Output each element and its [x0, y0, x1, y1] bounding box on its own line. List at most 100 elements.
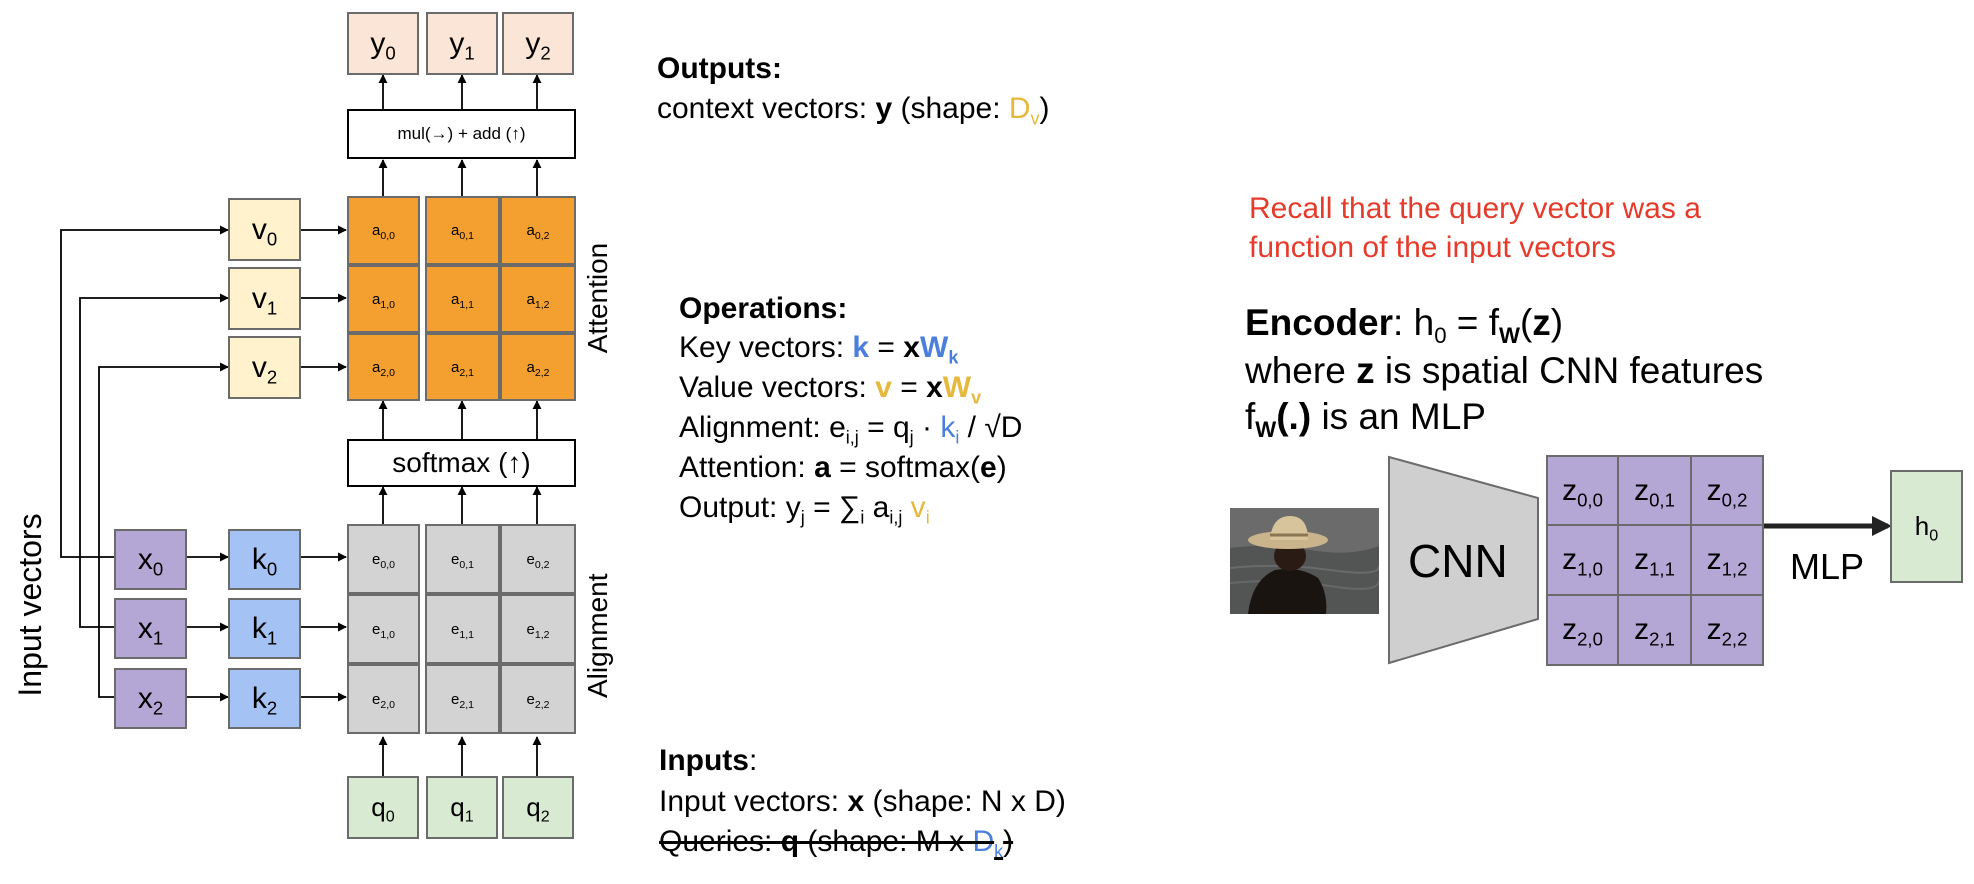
a-cell-2-0: a2,0: [347, 333, 420, 401]
v2-box: v2: [228, 336, 301, 399]
y0-label: y0: [370, 26, 396, 63]
x2-label: x2: [137, 681, 164, 718]
x2-box: x2: [114, 668, 187, 729]
recall-line-2: function of the input vectors: [1249, 231, 1616, 264]
e-cell-label: e2,0: [372, 690, 395, 711]
a-cell-label: a2,2: [526, 358, 550, 379]
operations-alignment-line: Alignment: ei,j = qj · ki / √D: [679, 411, 1023, 448]
operations-key-line: Key vectors: k = xWk: [679, 331, 959, 368]
y1-box: y1: [426, 12, 498, 75]
mul-add-box: mul(→) + add (↑): [347, 109, 576, 159]
e-cell-2-0: e2,0: [347, 664, 420, 734]
z-cell-2-1: z2,1: [1617, 594, 1692, 666]
operations-attention-line: Attention: a = softmax(e): [679, 451, 1007, 484]
e-cell-2-2: e2,2: [500, 664, 576, 734]
e-cell-2-1: e2,1: [425, 664, 500, 734]
q0-label: q0: [371, 792, 395, 826]
z-cell-2-0: z2,0: [1546, 594, 1619, 666]
k1-box: k1: [228, 598, 301, 659]
a-cell-1-1: a1,1: [425, 265, 500, 333]
encoder-line-1: Encoder: h0 = fW(z): [1245, 302, 1564, 348]
z-cell-label: z1,1: [1634, 543, 1675, 580]
y1-label: y1: [449, 26, 475, 63]
e-cell-0-2: e0,2: [500, 524, 576, 594]
encoder-line-3: fW(.) is an MLP: [1245, 396, 1486, 442]
e-cell-label: e0,2: [526, 550, 550, 571]
h0-label: h0: [1914, 511, 1939, 545]
z-cell-0-2: z0,2: [1690, 455, 1764, 526]
e-cell-0-1: e0,1: [425, 524, 500, 594]
e-cell-1-2: e1,2: [500, 594, 576, 664]
a-cell-label: a0,1: [451, 222, 474, 243]
z-cell-label: z2,2: [1706, 613, 1748, 650]
e-cell-label: e1,0: [372, 620, 395, 641]
z-cell-label: z2,0: [1562, 613, 1603, 650]
recall-line-1: Recall that the query vector was a: [1249, 192, 1701, 225]
a-cell-label: a2,1: [451, 358, 474, 379]
a-cell-label: a0,2: [526, 222, 550, 243]
k0-box: k0: [228, 529, 301, 590]
cnn-trapezoid: [1388, 455, 1539, 665]
e-cell-label: e2,2: [526, 690, 550, 711]
k1-label: k1: [251, 611, 278, 648]
v2-label: v2: [251, 350, 278, 387]
q2-label: q2: [526, 792, 550, 826]
e-cell-label: e0,0: [372, 550, 395, 571]
e-cell-label: e1,1: [451, 620, 474, 641]
z-cell-1-0: z1,0: [1546, 524, 1619, 596]
cnn-label: CNN: [1408, 535, 1508, 587]
z-cell-1-2: z1,2: [1690, 524, 1764, 596]
z-cell-1-1: z1,1: [1617, 524, 1692, 596]
a-cell-0-2: a0,2: [500, 196, 576, 265]
z-cell-2-2: z2,2: [1690, 594, 1764, 666]
e-cell-label: e1,2: [526, 620, 550, 641]
k2-box: k2: [228, 668, 301, 729]
v0-box: v0: [228, 198, 301, 261]
mlp-label: MLP: [1790, 546, 1865, 587]
q0-box: q0: [347, 776, 419, 839]
z-cell-label: z1,0: [1562, 543, 1603, 580]
a-cell-1-0: a1,0: [347, 265, 420, 333]
outputs-heading: Outputs:: [657, 52, 782, 85]
x0-label: x0: [137, 542, 164, 579]
x1-label: x1: [137, 611, 164, 648]
e-cell-0-0: e0,0: [347, 524, 420, 594]
attention-label: Attention: [582, 242, 613, 354]
mul-add-label: mul(→) + add (↑): [397, 124, 526, 143]
y0-box: y0: [347, 12, 419, 75]
h0-box: h0: [1890, 470, 1963, 583]
q1-label: q1: [450, 792, 474, 826]
encoder-line-2: where z is spatial CNN features: [1245, 350, 1764, 391]
y2-box: y2: [502, 12, 574, 75]
e-cell-label: e2,1: [451, 690, 474, 711]
k2-label: k2: [251, 681, 278, 718]
inputs-heading: Inputs:: [659, 744, 758, 777]
softmax-label: softmax (↑): [392, 447, 531, 478]
dv-symbol: Dv: [1008, 92, 1040, 129]
x1-box: x1: [114, 598, 187, 659]
a-cell-0-1: a0,1: [425, 196, 500, 265]
x0-box: x0: [114, 529, 187, 590]
operations-value-line: Value vectors: v = xWv: [679, 371, 982, 408]
inputs-line-1: Input vectors: x (shape: N x D): [659, 785, 1066, 818]
a-cell-0-0: a0,0: [347, 196, 420, 265]
z-cell-label: z1,2: [1706, 543, 1748, 580]
z-cell-0-1: z0,1: [1617, 455, 1692, 526]
q1-box: q1: [426, 776, 498, 839]
softmax-box: softmax (↑): [347, 439, 576, 487]
input-vectors-label: Input vectors: [12, 513, 48, 697]
v0-label: v0: [251, 212, 278, 249]
inputs-line-2: Queries: q (shape: M x Dk): [659, 825, 1014, 862]
a-cell-2-2: a2,2: [500, 333, 576, 401]
a-cell-2-1: a2,1: [425, 333, 500, 401]
z-cell-label: z0,0: [1562, 473, 1603, 510]
y2-label: y2: [525, 26, 551, 63]
operations-heading: Operations:: [679, 292, 848, 325]
photo-figure-icon: [1230, 508, 1379, 614]
z-cell-label: z0,2: [1706, 473, 1748, 510]
z-cell-label: z2,1: [1634, 613, 1675, 650]
e-cell-1-0: e1,0: [347, 594, 420, 664]
v1-label: v1: [251, 281, 278, 318]
a-cell-1-2: a1,2: [500, 265, 576, 333]
k0-label: k0: [251, 542, 278, 579]
